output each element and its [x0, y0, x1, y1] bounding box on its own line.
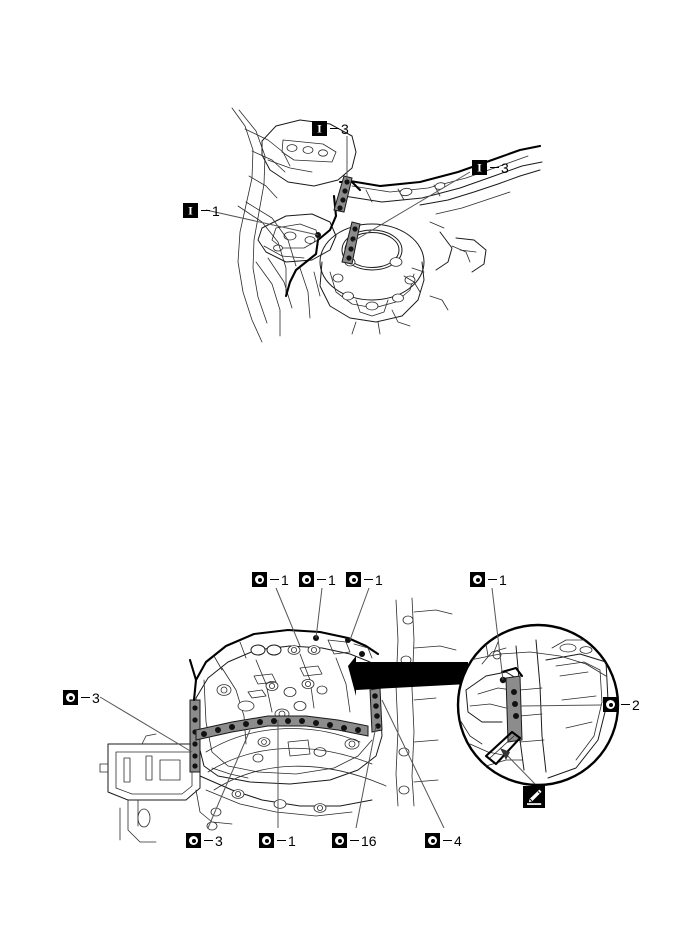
- detail-inset-art: [456, 623, 620, 787]
- pencil-icon: [523, 786, 545, 808]
- callout-dash: [317, 578, 326, 581]
- pencil-marker-callout[interactable]: [523, 786, 545, 808]
- callout-number: 1: [328, 571, 336, 588]
- ring-dot-badge-icon: [425, 833, 440, 848]
- leader-l6: [519, 704, 602, 707]
- leader-l4: [491, 587, 504, 681]
- callout-lower-3[interactable]: 1: [346, 572, 383, 587]
- ring-dot-badge-icon: [603, 697, 618, 712]
- callout-number: 3: [341, 120, 349, 137]
- callout-dash: [270, 578, 279, 581]
- leader-l10: [381, 699, 445, 829]
- callout-number: 3: [215, 832, 223, 849]
- ring-dot-badge-icon: [186, 833, 201, 848]
- callout-lower-8[interactable]: 1: [259, 833, 296, 848]
- callout-dash: [364, 578, 373, 581]
- roman-one-badge-icon: I: [183, 203, 198, 218]
- callout-number: 1: [375, 571, 383, 588]
- callout-dash: [330, 127, 339, 130]
- callout-number: 3: [501, 159, 509, 176]
- leader-l1: [275, 587, 301, 647]
- detail-arrow: [348, 656, 468, 696]
- callout-dash: [443, 839, 452, 842]
- callout-lower-6[interactable]: 2: [603, 697, 640, 712]
- callout-dash: [81, 696, 90, 699]
- leader-l2: [315, 587, 323, 639]
- weld-dot-a: [313, 635, 319, 641]
- callout-number: 3: [92, 689, 100, 706]
- weld-strip-right: [369, 687, 383, 733]
- callout-lower-4[interactable]: 1: [470, 572, 507, 587]
- callout-lower-2[interactable]: 1: [299, 572, 336, 587]
- callout-lower-7[interactable]: 3: [186, 833, 223, 848]
- callout-upper-1[interactable]: I 3: [312, 121, 349, 136]
- callout-lower-1[interactable]: 1: [252, 572, 289, 587]
- leader-pencil: [499, 747, 536, 785]
- leader-lines: [99, 136, 602, 829]
- leader-l3: [349, 587, 370, 641]
- callout-number: 1: [212, 202, 220, 219]
- callout-number: 16: [361, 832, 377, 849]
- callout-number: 4: [454, 832, 462, 849]
- callout-upper-2[interactable]: I 3: [472, 160, 509, 175]
- callout-dash: [204, 839, 213, 842]
- leader-l5: [99, 696, 193, 753]
- ring-dot-badge-icon: [252, 572, 267, 587]
- upper-figure-art: [231, 107, 543, 343]
- callout-dash: [621, 703, 630, 706]
- leader-l9: [355, 725, 377, 829]
- weld-band-lower-main: [195, 715, 369, 741]
- ring-dot-badge-icon: [332, 833, 347, 848]
- leader-u3: [205, 209, 319, 236]
- callout-number: 2: [632, 696, 640, 713]
- ring-dot-badge-icon: [259, 833, 274, 848]
- callout-dash: [350, 839, 359, 842]
- callout-dash: [277, 839, 286, 842]
- callout-dash: [201, 209, 210, 212]
- callout-lower-9[interactable]: 16: [332, 833, 377, 848]
- callout-dash: [490, 166, 499, 169]
- ring-dot-badge-icon: [63, 690, 78, 705]
- weld-dot-single: [315, 232, 321, 238]
- callout-upper-3[interactable]: I 1: [183, 203, 220, 218]
- leader-arrowhead: [500, 748, 510, 760]
- callout-number: 1: [288, 832, 296, 849]
- roman-one-badge-icon: I: [312, 121, 327, 136]
- weld-strip-left: [189, 699, 201, 773]
- ring-dot-badge-icon: [299, 572, 314, 587]
- ring-dot-badge-icon: [470, 572, 485, 587]
- callout-number: 1: [499, 571, 507, 588]
- callout-dash: [488, 578, 497, 581]
- weld-band-upper-a: [333, 175, 353, 213]
- weld-dot-b: [345, 637, 351, 643]
- leader-l7: [207, 729, 251, 829]
- weld-band-upper-b: [341, 221, 361, 265]
- leader-u2: [351, 171, 471, 243]
- callout-lower-5[interactable]: 3: [63, 690, 100, 705]
- weld-dot-c: [359, 651, 365, 657]
- ring-dot-badge-icon: [346, 572, 361, 587]
- callout-number: 1: [281, 571, 289, 588]
- roman-one-badge-icon: I: [472, 160, 487, 175]
- callout-lower-10[interactable]: 4: [425, 833, 462, 848]
